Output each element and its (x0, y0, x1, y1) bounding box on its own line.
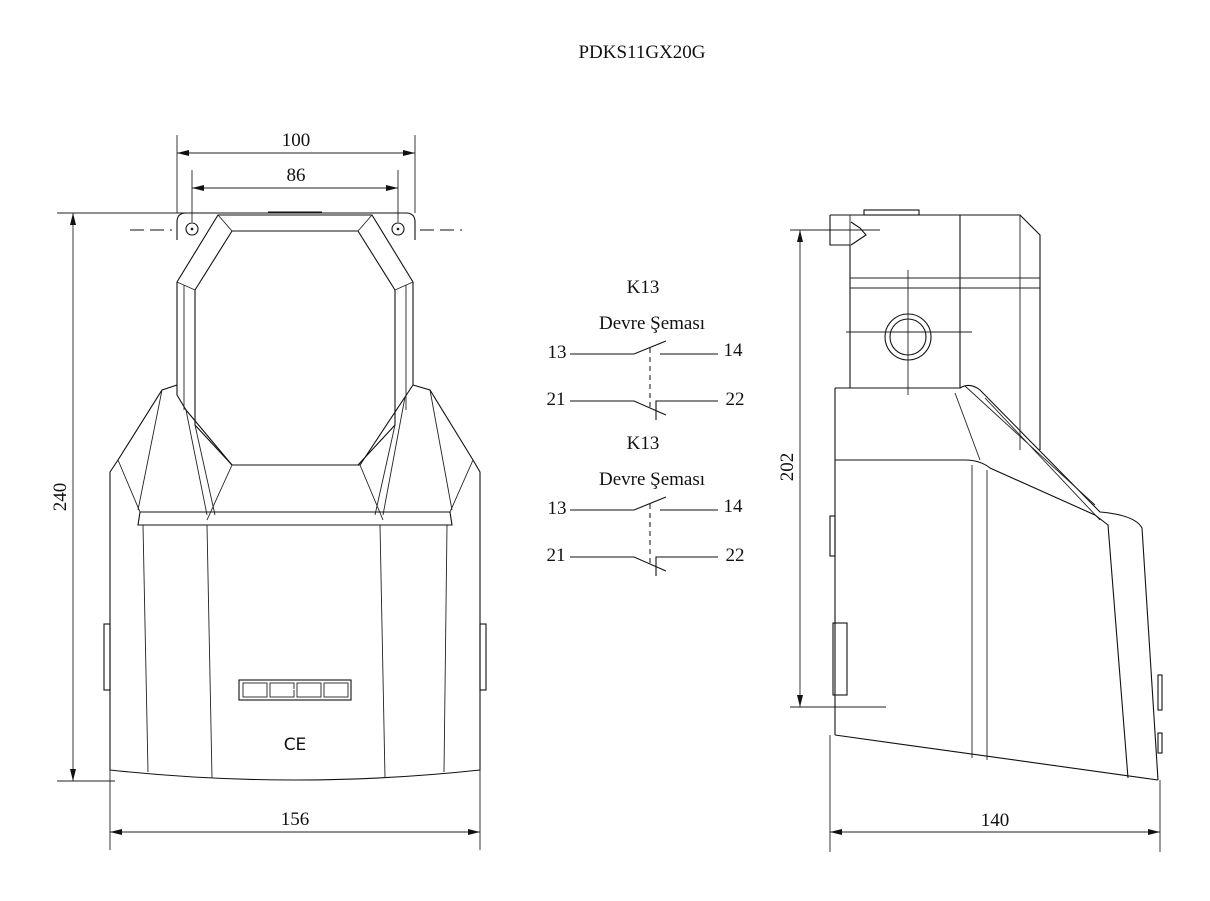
dimension-240: 240 (50, 212, 200, 782)
cable-gland-icon (846, 270, 972, 395)
dimension-label: 240 (50, 483, 71, 512)
terminal-label: 22 (726, 389, 745, 410)
front-view: 100 86 240 156 (50, 130, 487, 850)
terminal-label: 14 (724, 496, 744, 517)
terminal-label: 21 (547, 545, 566, 566)
terminal-label: 13 (548, 342, 567, 363)
circuit-schematic-2: K13 Devre Şeması 13 14 21 22 (547, 433, 745, 576)
schematic-subtitle: Devre Şeması (599, 313, 705, 334)
drawing-title: PDKS11GX20G (578, 42, 705, 63)
dimension-label: 86 (287, 165, 306, 186)
circuit-schematic-1: K13 Devre Şeması 13 14 21 22 (547, 277, 745, 420)
svg-text:emas: emas (280, 685, 310, 698)
terminal-label: 14 (724, 340, 744, 361)
dimension-156: 156 (109, 770, 481, 850)
dimension-label: 202 (777, 453, 798, 482)
emas-logo: emas (238, 679, 352, 701)
mounting-hole-icon (185, 222, 199, 236)
terminal-label: 22 (726, 545, 745, 566)
side-view: 202 140 (777, 209, 1163, 852)
schematic-title: K13 (627, 277, 660, 298)
schematic-subtitle: Devre Şeması (599, 469, 705, 490)
dimension-label: 100 (282, 130, 311, 151)
ce-mark: CE (284, 735, 307, 755)
terminal-label: 13 (548, 498, 567, 519)
terminal-label: 21 (547, 389, 566, 410)
dimension-100: 100 (176, 130, 416, 213)
schematic-title: K13 (627, 433, 660, 454)
dimension-label: 156 (281, 809, 310, 830)
dimension-label: 140 (981, 810, 1010, 831)
mounting-hole-icon (391, 222, 405, 236)
dimension-140: 140 (829, 735, 1161, 852)
dimension-202: 202 (777, 229, 886, 708)
